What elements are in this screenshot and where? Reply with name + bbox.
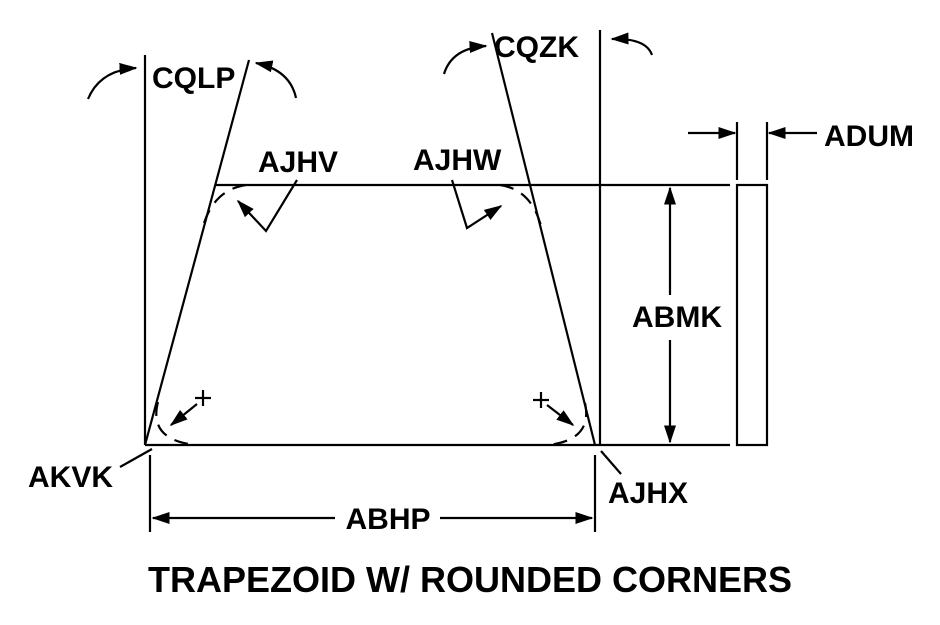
abmk-label: ABMK [632, 301, 722, 334]
ajhx-label: AJHX [608, 477, 688, 510]
cqzk-angle-arc-left [442, 40, 488, 75]
radius-arrow-bottom-right [546, 404, 575, 426]
cqzk-label: CQZK [494, 31, 579, 64]
ajhw-leader [450, 179, 503, 230]
corner-arc-top-right [499, 183, 544, 231]
abhp-label: ABHP [345, 503, 430, 536]
corner-arc-bottom-left [155, 401, 197, 447]
corner-arc-top-left [200, 183, 247, 231]
cqlp-angle-arc-right [254, 60, 298, 99]
trapezoid-right-slant [490, 32, 597, 446]
ajhw-label: AJHW [413, 144, 502, 177]
ajhx-leader [600, 450, 622, 475]
thickness-profile [735, 183, 769, 447]
akvk-leader [119, 448, 153, 468]
cqlp-angle-arc-left [86, 62, 138, 100]
radius-arrow-bottom-left [169, 403, 198, 426]
adum-label: ADUM [824, 120, 914, 153]
cqzk-angle-arc-right [610, 32, 654, 56]
cqlp-label: CQLP [152, 62, 235, 95]
corner-arc-bottom-right [547, 402, 588, 447]
akvk-label: AKVK [28, 461, 113, 494]
diagram-title: TRAPEZOID W/ ROUNDED CORNERS [148, 559, 792, 600]
ajhv-leader [236, 179, 298, 233]
trapezoid-left-slant [143, 59, 251, 446]
ajhv-label: AJHV [258, 146, 338, 179]
